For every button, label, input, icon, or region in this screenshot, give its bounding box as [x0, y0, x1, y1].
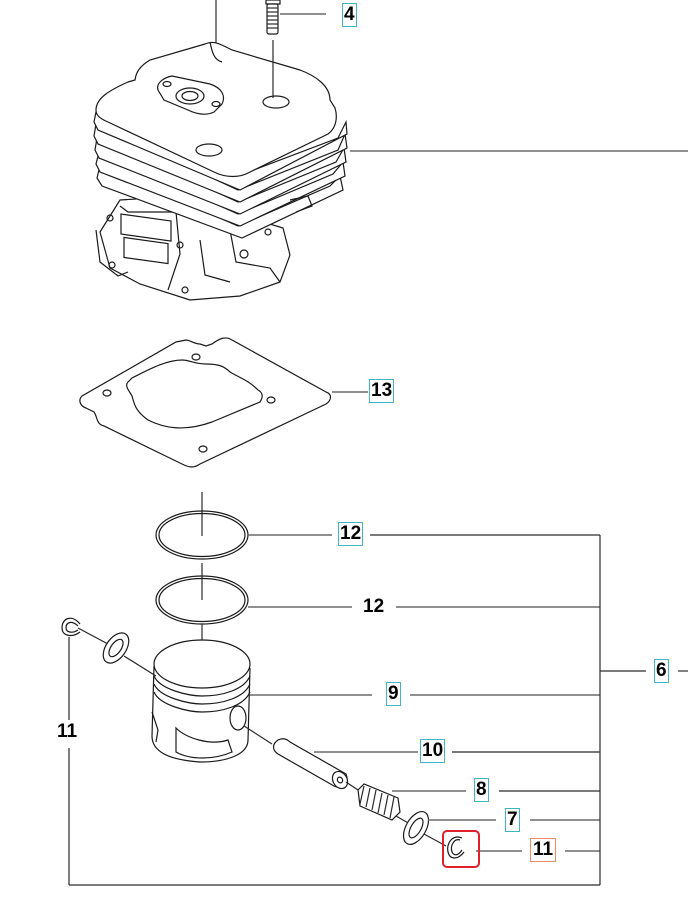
callout-9[interactable]: 9: [386, 682, 401, 706]
thrust-washer-left-drawing[interactable]: [98, 628, 157, 677]
needle-bearing-drawing[interactable]: [357, 783, 411, 825]
piston-pin-drawing[interactable]: [243, 725, 359, 791]
callout-11-selected[interactable]: 11: [530, 838, 557, 862]
callout-13[interactable]: 13: [369, 379, 395, 403]
callout-8[interactable]: 8: [474, 778, 489, 802]
callout-4[interactable]: 4: [342, 3, 357, 27]
circlip-left-drawing[interactable]: [61, 617, 109, 645]
callout-11-left[interactable]: 11: [57, 721, 78, 742]
piston-drawing[interactable]: [151, 624, 251, 763]
callout-12-upper[interactable]: 12: [338, 522, 364, 546]
thrust-washer-right-drawing[interactable]: [398, 807, 447, 848]
cylinder-drawing[interactable]: [93, 0, 348, 301]
piston-ring-upper-drawing[interactable]: [155, 492, 249, 560]
callout-12-lower[interactable]: 12: [361, 596, 387, 618]
circlip-right-drawing[interactable]: [447, 836, 465, 859]
callout-7[interactable]: 7: [505, 808, 520, 832]
cylinder-gasket-drawing[interactable]: [79, 337, 332, 468]
callout-6[interactable]: 6: [654, 659, 669, 683]
callout-10[interactable]: 10: [420, 739, 446, 763]
piston-ring-lower-drawing[interactable]: [155, 563, 249, 625]
selected-part-highlight[interactable]: [442, 830, 480, 868]
cylinder-screw-drawing[interactable]: [265, 0, 281, 98]
